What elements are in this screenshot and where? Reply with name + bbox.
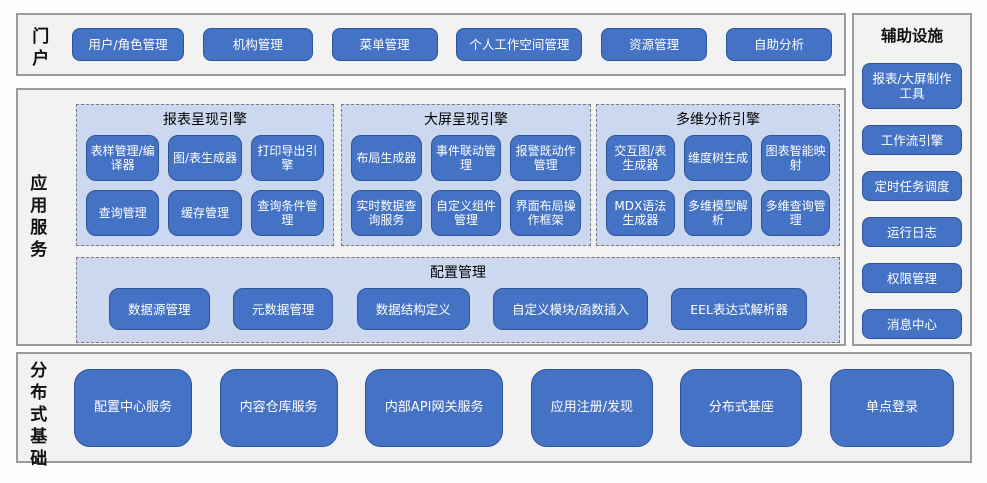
- config-item-eel-parser[interactable]: EEL表达式解析器: [671, 288, 807, 330]
- report-item-cache-mgmt[interactable]: 缓存管理: [168, 190, 242, 236]
- aux-item-report-bigscreen-tool[interactable]: 报表/大屏制作工具: [862, 63, 962, 109]
- aux-item-message-center[interactable]: 消息中心: [862, 309, 962, 339]
- portal-item-menu-mgmt[interactable]: 菜单管理: [331, 28, 438, 61]
- aux-item-scheduled-tasks[interactable]: 定时任务调度: [862, 171, 962, 201]
- auxiliary-section-title: 辅助设施: [880, 27, 943, 45]
- portal-item-org-mgmt[interactable]: 机构管理: [202, 28, 313, 61]
- auxiliary-section: 辅助设施 报表/大屏制作工具 工作流引擎 定时任务调度 运行日志 权限管理 消息…: [852, 13, 972, 346]
- report-item-query-condition-mgmt[interactable]: 查询条件管理: [250, 190, 324, 236]
- olap-item-query-mgmt[interactable]: 多维查询管理: [761, 190, 830, 236]
- config-item-custom-module-function[interactable]: 自定义模块/函数插入: [493, 288, 648, 330]
- olap-engine-grid: 交互图/表生成器 维度树生成 图表智能映射 MDX语法生成器 多维模型解析 多维…: [597, 135, 839, 236]
- auxiliary-button-column: 报表/大屏制作工具 工作流引擎 定时任务调度 运行日志 权限管理 消息中心: [854, 46, 970, 339]
- bigscreen-item-alarm-action[interactable]: 报警既动作管理: [510, 135, 581, 181]
- bigscreen-engine-title: 大屏呈现引擎: [424, 112, 508, 128]
- portal-item-user-role-mgmt[interactable]: 用户/角色管理: [72, 28, 184, 61]
- olap-item-mdx-generator[interactable]: MDX语法生成器: [606, 190, 675, 236]
- app-services-section: 应用服务 报表呈现引擎 表样管理/编译器 图/表生成器 打印导出引擎 查询管理 …: [16, 88, 846, 346]
- portal-section-label: 门户: [32, 27, 50, 70]
- olap-item-dimension-tree[interactable]: 维度树生成: [683, 135, 753, 181]
- portal-item-workspace-mgmt[interactable]: 个人工作空间管理: [456, 28, 583, 61]
- report-item-print-export[interactable]: 打印导出引擎: [250, 135, 324, 181]
- foundation-item-distributed-base[interactable]: 分布式基座: [680, 368, 803, 447]
- portal-item-self-analysis[interactable]: 自助分析: [725, 28, 832, 61]
- bigscreen-item-realtime-query[interactable]: 实时数据查询服务: [351, 190, 422, 236]
- bigscreen-item-layout-generator[interactable]: 布局生成器: [351, 135, 422, 181]
- report-item-query-mgmt[interactable]: 查询管理: [86, 190, 160, 236]
- foundation-button-row: 配置中心服务 内容仓库服务 内部API网关服务 应用注册/发现 分布式基座 单点…: [74, 354, 954, 461]
- olap-item-smart-mapping[interactable]: 图表智能映射: [761, 135, 830, 181]
- config-mgmt-row: 数据源管理 元数据管理 数据结构定义 自定义模块/函数插入 EEL表达式解析器: [77, 288, 839, 330]
- report-engine-panel: 报表呈现引擎 表样管理/编译器 图/表生成器 打印导出引擎 查询管理 缓存管理 …: [76, 104, 334, 246]
- foundation-section: 分布式基础 配置中心服务 内容仓库服务 内部API网关服务 应用注册/发现 分布…: [16, 352, 972, 469]
- foundation-item-api-gateway[interactable]: 内部API网关服务: [365, 368, 504, 447]
- config-item-datasource-mgmt[interactable]: 数据源管理: [109, 288, 210, 330]
- config-mgmt-panel: 配置管理 数据源管理 元数据管理 数据结构定义 自定义模块/函数插入 EEL表达…: [76, 257, 840, 343]
- bigscreen-item-ui-layout-framework[interactable]: 界面布局操作框架: [510, 190, 581, 236]
- report-engine-title: 报表呈现引擎: [163, 112, 247, 128]
- foundation-item-sso[interactable]: 单点登录: [829, 368, 954, 447]
- report-item-style-compiler[interactable]: 表样管理/编译器: [86, 135, 160, 181]
- aux-item-run-logs[interactable]: 运行日志: [862, 217, 962, 247]
- foundation-item-app-registry[interactable]: 应用注册/发现: [530, 368, 653, 447]
- report-item-chart-generator[interactable]: 图/表生成器: [168, 135, 242, 181]
- app-services-section-label: 应用服务: [30, 174, 48, 261]
- foundation-section-label: 分布式基础: [30, 361, 48, 470]
- config-mgmt-title: 配置管理: [430, 265, 486, 281]
- portal-section: 门户 用户/角色管理 机构管理 菜单管理 个人工作空间管理 资源管理 自助分析: [16, 13, 846, 76]
- olap-item-interactive-chart[interactable]: 交互图/表生成器: [606, 135, 675, 181]
- bigscreen-engine-panel: 大屏呈现引擎 布局生成器 事件联动管理 报警既动作管理 实时数据查询服务 自定义…: [341, 104, 591, 246]
- foundation-item-config-center[interactable]: 配置中心服务: [74, 368, 192, 447]
- config-item-data-structure[interactable]: 数据结构定义: [356, 288, 470, 330]
- bigscreen-item-custom-component[interactable]: 自定义组件管理: [430, 190, 502, 236]
- bigscreen-item-event-linkage[interactable]: 事件联动管理: [430, 135, 502, 181]
- foundation-item-content-repo[interactable]: 内容仓库服务: [219, 368, 338, 447]
- portal-button-row: 用户/角色管理 机构管理 菜单管理 个人工作空间管理 资源管理 自助分析: [72, 28, 832, 61]
- portal-item-resource-mgmt[interactable]: 资源管理: [601, 28, 708, 61]
- olap-engine-panel: 多维分析引擎 交互图/表生成器 维度树生成 图表智能映射 MDX语法生成器 多维…: [596, 104, 840, 246]
- aux-item-permission-mgmt[interactable]: 权限管理: [862, 263, 962, 293]
- report-engine-grid: 表样管理/编译器 图/表生成器 打印导出引擎 查询管理 缓存管理 查询条件管理: [77, 135, 333, 236]
- bigscreen-engine-grid: 布局生成器 事件联动管理 报警既动作管理 实时数据查询服务 自定义组件管理 界面…: [342, 135, 590, 236]
- config-item-metadata-mgmt[interactable]: 元数据管理: [232, 288, 334, 330]
- aux-item-workflow-engine[interactable]: 工作流引擎: [862, 125, 962, 155]
- olap-engine-title: 多维分析引擎: [676, 112, 760, 128]
- olap-item-model-parsing[interactable]: 多维模型解析: [683, 190, 753, 236]
